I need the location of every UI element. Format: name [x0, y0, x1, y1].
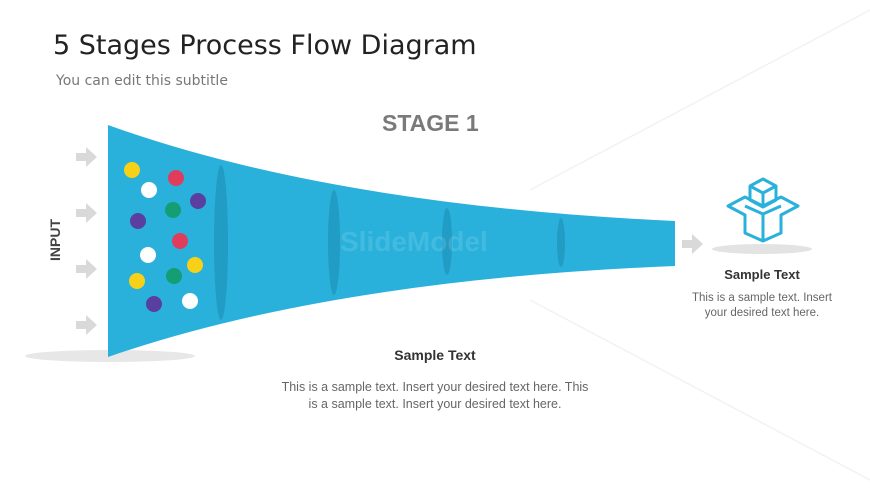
output-heading: Sample Text: [724, 267, 800, 282]
particle-dot: [146, 296, 162, 312]
arrow-icon: [76, 147, 97, 167]
slide-title: 5 Stages Process Flow Diagram: [53, 30, 477, 61]
particle-dot: [172, 233, 188, 249]
arrow-icon: [76, 259, 97, 279]
funnel-ring: [214, 165, 228, 320]
particle-dot: [182, 293, 198, 309]
particle-dot: [124, 162, 140, 178]
particle-dot: [130, 213, 146, 229]
arrow-icon: [682, 234, 703, 254]
boxes-icon: [726, 177, 800, 243]
particle-dot: [190, 193, 206, 209]
particle-dot: [129, 273, 145, 289]
icon-shadow: [712, 244, 812, 254]
center-heading: Sample Text: [394, 347, 476, 363]
arrow-icon: [76, 315, 97, 335]
decor-line: [529, 9, 870, 191]
arrow-icon: [76, 203, 97, 223]
input-label: INPUT: [47, 219, 63, 261]
slide-subtitle: You can edit this subtitle: [56, 73, 228, 89]
center-body: This is a sample text. Insert your desir…: [281, 380, 589, 411]
funnel-ring: [442, 208, 452, 275]
particle-dot: [140, 247, 156, 263]
stage-label: STAGE 1: [382, 110, 479, 136]
funnel-ring: [328, 190, 340, 295]
particle-dot: [168, 170, 184, 186]
funnel-ring: [557, 218, 565, 267]
particle-dot: [187, 257, 203, 273]
particle-dot: [165, 202, 181, 218]
particle-dot: [141, 182, 157, 198]
output-body: This is a sample text. Insert your desir…: [692, 292, 832, 319]
particle-dot: [166, 268, 182, 284]
funnel-shape: [108, 125, 675, 357]
watermark: SlideModel: [340, 226, 488, 257]
decor-line: [529, 299, 870, 481]
